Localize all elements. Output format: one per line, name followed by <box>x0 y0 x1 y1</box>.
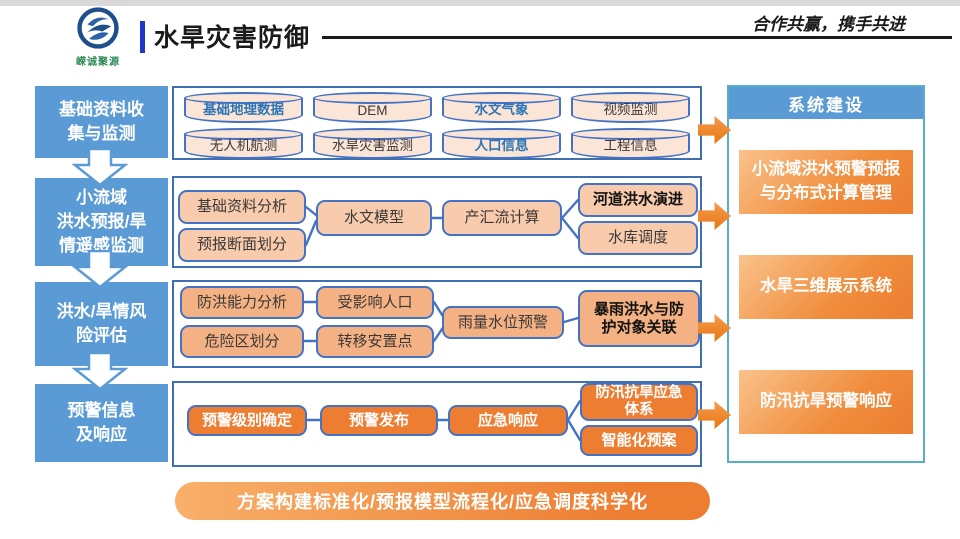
header-rule <box>322 36 952 39</box>
logo-caption: 嵘诚聚源 <box>76 57 120 68</box>
system-item-3d-display: 水旱三维展示系统 <box>739 255 913 319</box>
down-arrow-icon <box>72 148 128 186</box>
system-item-warning-response: 防汛抗旱预警响应 <box>739 370 913 434</box>
db-population-info: 人口信息 <box>442 128 561 159</box>
box-hydrological-model: 水文模型 <box>316 200 432 236</box>
stage-data-collection: 基础资料收 集与监测 <box>35 86 168 158</box>
db-project-info: 工程信息 <box>571 128 690 159</box>
db-label: 水文气象 <box>474 102 529 117</box>
db-uav-survey: 无人机航测 <box>184 128 303 159</box>
box-emergency-system: 防汛抗旱应急 体系 <box>580 383 698 421</box>
db-dem: DEM <box>313 92 432 123</box>
system-item-flood-forecast-mgmt: 小流域洪水预警预报 与分布式计算管理 <box>739 150 913 214</box>
db-label: 无人机航测 <box>209 138 278 153</box>
box-rain-waterlevel-warning: 雨量水位预警 <box>442 306 564 339</box>
db-label: 视频监测 <box>603 102 658 117</box>
stage-warning-response: 预警信息 及响应 <box>35 384 168 462</box>
box-storm-flood-association: 暴雨洪水与防 护对象关联 <box>578 290 700 347</box>
db-label: 基础地理数据 <box>203 102 284 117</box>
system-panel-title: 系统建设 <box>729 87 923 119</box>
box-relocation-sites: 转移安置点 <box>316 325 434 358</box>
db-label: 人口信息 <box>474 138 529 153</box>
db-label: DEM <box>357 103 388 118</box>
footer-banner: 方案构建标准化/预报模型流程化/应急调度科学化 <box>175 482 710 520</box>
down-arrow-icon <box>72 352 128 390</box>
header-slogan: 合作共赢，携手共进 <box>752 15 905 34</box>
box-warning-level: 预警级别确定 <box>187 405 307 436</box>
system-construction-panel: 系统建设 小流域洪水预警预报 与分布式计算管理 水旱三维展示系统 防汛抗旱预警响… <box>727 85 925 463</box>
db-basic-geo-data: 基础地理数据 <box>184 92 303 123</box>
stage1-cylinders: 基础地理数据 DEM 水文气象 视频监测 无人机航测 水旱灾害监测 人口信息 工… <box>172 86 702 160</box>
box-reservoir-dispatch: 水库调度 <box>578 221 698 255</box>
box-river-flood-routing: 河道洪水演进 <box>578 183 698 217</box>
box-forecast-section-division: 预报断面划分 <box>178 228 306 262</box>
db-hydro-meteorology: 水文气象 <box>442 92 561 123</box>
db-video-monitoring: 视频监测 <box>571 92 690 123</box>
title-accent-bar <box>140 21 145 53</box>
db-label: 工程信息 <box>603 138 658 153</box>
box-runoff-calculation: 产汇流计算 <box>442 200 562 236</box>
page-title: 水旱灾害防御 <box>154 24 311 52</box>
box-affected-population: 受影响人口 <box>316 286 434 319</box>
box-hazard-zone-division: 危险区划分 <box>180 325 304 358</box>
box-intelligent-plan: 智能化预案 <box>580 425 698 456</box>
down-arrow-icon <box>72 250 128 288</box>
box-emergency-response: 应急响应 <box>448 405 568 436</box>
db-label: 水旱灾害监测 <box>332 138 413 153</box>
db-disaster-monitoring: 水旱灾害监测 <box>313 128 432 159</box>
top-divider <box>0 0 960 6</box>
box-flood-control-capacity: 防洪能力分析 <box>180 286 304 319</box>
logo-swirl-icon <box>77 7 119 49</box>
box-warning-release: 预警发布 <box>320 405 438 436</box>
box-basic-data-analysis: 基础资料分析 <box>178 190 306 224</box>
company-logo: 嵘诚聚源 <box>52 6 144 68</box>
